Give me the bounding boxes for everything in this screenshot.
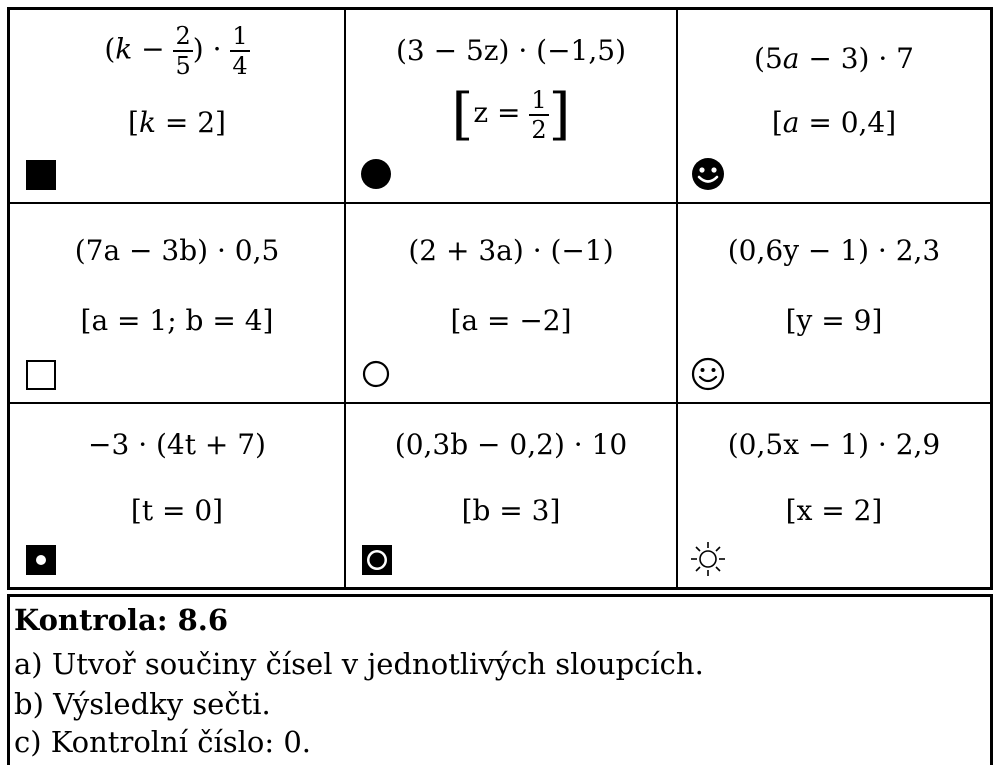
condition: [t = 0] <box>130 494 224 527</box>
instruction-c: c) Kontrolní číslo: 0. <box>14 725 312 759</box>
instruction-b: b) Výsledky sečti. <box>14 687 271 721</box>
grid-divider <box>676 10 678 587</box>
instructions-box: Kontrola: 8.6 a) Utvoř součiny čísel v j… <box>7 594 993 765</box>
grid-divider <box>344 10 346 587</box>
exercise-cell-8: (0,3b − 0,2) · 10 [b = 3] <box>346 404 676 587</box>
expression: (5a − 3) · 7 <box>754 42 914 75</box>
condition: [y = 9] <box>785 304 883 337</box>
grid-divider <box>10 202 990 204</box>
expression: (7a − 3b) · 0,5 <box>74 234 280 267</box>
square-with-dot-icon <box>20 539 60 579</box>
instruction-a: a) Utvoř součiny čísel v jednotlivých sl… <box>14 647 704 681</box>
sun-icon <box>688 539 728 579</box>
exercise-cell-7: −3 · (4t + 7) [t = 0] <box>10 404 344 587</box>
expression: −3 · (4t + 7) <box>88 428 266 461</box>
exercise-cell-4: (7a − 3b) · 0,5 [a = 1; b = 4] <box>10 204 344 402</box>
black-square-icon <box>20 154 60 194</box>
white-smiley-icon <box>688 354 728 394</box>
condition: [b = 3] <box>461 494 561 527</box>
exercise-cell-6: (0,6y − 1) · 2,3 [y = 9] <box>678 204 990 402</box>
check-title: Kontrola: 8.6 <box>14 603 229 637</box>
expression: (0,5x − 1) · 2,9 <box>727 428 941 461</box>
exercise-cell-3: (5a − 3) · 7 [a = 0,4] <box>678 10 990 202</box>
expression: (0,3b − 0,2) · 10 <box>394 428 628 461</box>
condition: [k = 2] <box>128 106 226 139</box>
exercise-cell-9: (0,5x − 1) · 2,9 [x = 2] <box>678 404 990 587</box>
condition: [a = 0,4] <box>771 106 897 139</box>
white-circle-icon <box>356 354 396 394</box>
expression: (2 + 3a) · (−1) <box>408 234 614 267</box>
expression: (0,6y − 1) · 2,3 <box>727 234 941 267</box>
exercise-cell-5: (2 + 3a) · (−1) [a = −2] <box>346 204 676 402</box>
condition: [a = −2] <box>450 304 572 337</box>
condition: [x = 2] <box>785 494 883 527</box>
expression: (3 − 5z) · (−1,5) <box>395 34 627 67</box>
white-square-icon <box>20 354 60 394</box>
black-circle-icon <box>356 154 396 194</box>
condition: [a = 1; b = 4] <box>80 304 274 337</box>
square-with-ring-icon <box>356 539 396 579</box>
grid-divider <box>10 402 990 404</box>
black-smiley-icon <box>688 154 728 194</box>
